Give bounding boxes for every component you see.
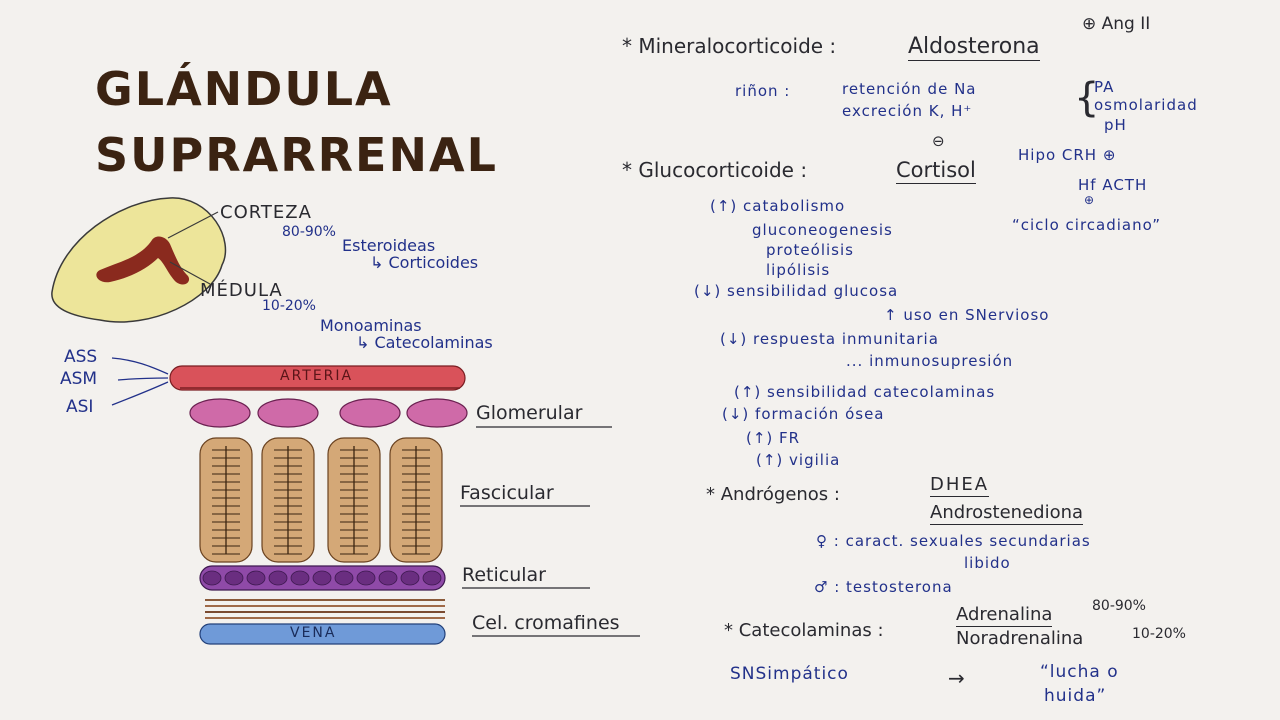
- medula-label: MÉDULA: [200, 280, 283, 301]
- reticular-label: Reticular: [462, 564, 546, 586]
- corteza-percent: 80-90%: [282, 224, 336, 240]
- arrow-icon: →: [948, 666, 965, 690]
- asi-label: ASI: [66, 397, 94, 417]
- noradrenalina: Noradrenalina: [956, 628, 1084, 649]
- cromafines-layer: [205, 599, 445, 619]
- catecolaminas-label: ↳ Catecolaminas: [356, 333, 493, 352]
- minus-sign: ⊖: [932, 132, 945, 150]
- hf-acth: Hf ACTH: [1078, 176, 1148, 194]
- ass-arrow: [111, 357, 169, 375]
- glomerular-cells: [189, 398, 468, 428]
- ang-ii: ⊕ Ang II: [1082, 14, 1151, 34]
- fascicular-label: Fascicular: [460, 482, 554, 504]
- glomerular-cell: [406, 398, 468, 428]
- glomerular-label: Glomerular: [476, 402, 583, 424]
- corteza-pointer: [167, 211, 219, 239]
- fr-label: (↑) FR: [746, 429, 801, 447]
- medula-percent: 10-20%: [262, 298, 316, 314]
- retencion-na: retención de Na: [842, 80, 977, 98]
- adrenalina: Adrenalina: [956, 604, 1053, 627]
- formacion-osea: (↓) formación ósea: [722, 405, 885, 423]
- uso-snervioso: ↑ uso en SNervioso: [884, 306, 1050, 324]
- sns-label: SNSimpático: [730, 664, 849, 684]
- monoaminas-label: Monoaminas: [320, 316, 422, 335]
- andro-header: * Andrógenos :: [706, 484, 840, 505]
- corteza-label: CORTEZA: [220, 202, 312, 223]
- effect-osmolaridad: osmolaridad: [1094, 96, 1198, 114]
- caract-sexuales: ♀ : caract. sexuales secundarias: [816, 532, 1091, 550]
- asm-label: ASM: [60, 369, 98, 389]
- sensibilidad-catecolaminas: (↑) sensibilidad catecolaminas: [734, 383, 996, 401]
- cortisol: Cortisol: [896, 158, 976, 184]
- glomerular-cell: [257, 398, 319, 428]
- arteria-label: ARTERIA: [280, 368, 354, 384]
- gluco-header: * Glucocorticoide :: [622, 158, 808, 182]
- noradrenalina-percent: 10-20%: [1132, 626, 1186, 642]
- cromafines-label: Cel. cromafines: [472, 612, 620, 634]
- vena-label: VENA: [290, 625, 337, 641]
- aldosterona: Aldosterona: [908, 34, 1040, 61]
- title-line-2: SUPRARRENAL: [95, 128, 498, 182]
- reticular-dots: [202, 570, 442, 586]
- libido: libido: [964, 554, 1011, 572]
- glomerular-cell: [339, 398, 401, 428]
- testosterona: ♂ : testosterona: [814, 578, 953, 596]
- ciclo-circadiano: “ciclo circadiano”: [1012, 216, 1162, 234]
- dhea: DHEA: [930, 474, 990, 497]
- hipo-crh: Hipo CRH ⊕: [1018, 146, 1117, 164]
- lucha-label: “lucha o: [1040, 662, 1119, 682]
- corticoides-label: ↳ Corticoides: [370, 253, 479, 272]
- respuesta-inmunitaria: (↓) respuesta inmunitaria: [720, 330, 939, 348]
- asm-arrow: [117, 377, 169, 381]
- glomerular-cell: [189, 398, 251, 428]
- sensibilidad-glucosa: (↓) sensibilidad glucosa: [694, 282, 899, 300]
- huida-label: huida”: [1044, 686, 1107, 706]
- adrenalina-percent: 80-90%: [1092, 598, 1146, 614]
- adrenal-diagram: [51, 197, 640, 645]
- inmunosupresion: ... inmunosupresión: [846, 352, 1014, 370]
- catabolismo: (↑) catabolismo: [710, 197, 846, 215]
- fascicular-columns: [199, 437, 443, 563]
- effect-pa: PA: [1094, 78, 1115, 96]
- rinon-label: riñon :: [735, 82, 791, 100]
- excrecion-k: excreción K, H⁺: [842, 102, 973, 120]
- proteolisis: proteólisis: [766, 241, 854, 259]
- mineral-header: * Mineralocorticoide :: [622, 34, 837, 58]
- asi-arrow: [111, 381, 169, 406]
- esteroideas-label: Esteroideas: [342, 236, 436, 255]
- androstenediona: Androstenediona: [930, 502, 1084, 525]
- hf-plus: ⊕: [1084, 193, 1096, 207]
- medula-shape: [96, 236, 190, 285]
- vein-bar: [199, 623, 446, 645]
- vigilia-label: (↑) vigilia: [756, 451, 841, 469]
- gluconeogenesis: gluconeogenesis: [752, 221, 893, 239]
- catecol-header: * Catecolaminas :: [724, 620, 884, 641]
- medula-pointer: [169, 261, 211, 285]
- title-line-1: GLÁNDULA: [95, 62, 393, 116]
- ass-label: ASS: [64, 347, 98, 367]
- artery-bar: [169, 365, 466, 391]
- lipolisis: lipólisis: [766, 261, 831, 279]
- brace-icon: {: [1074, 75, 1100, 121]
- effect-ph: pH: [1104, 116, 1127, 134]
